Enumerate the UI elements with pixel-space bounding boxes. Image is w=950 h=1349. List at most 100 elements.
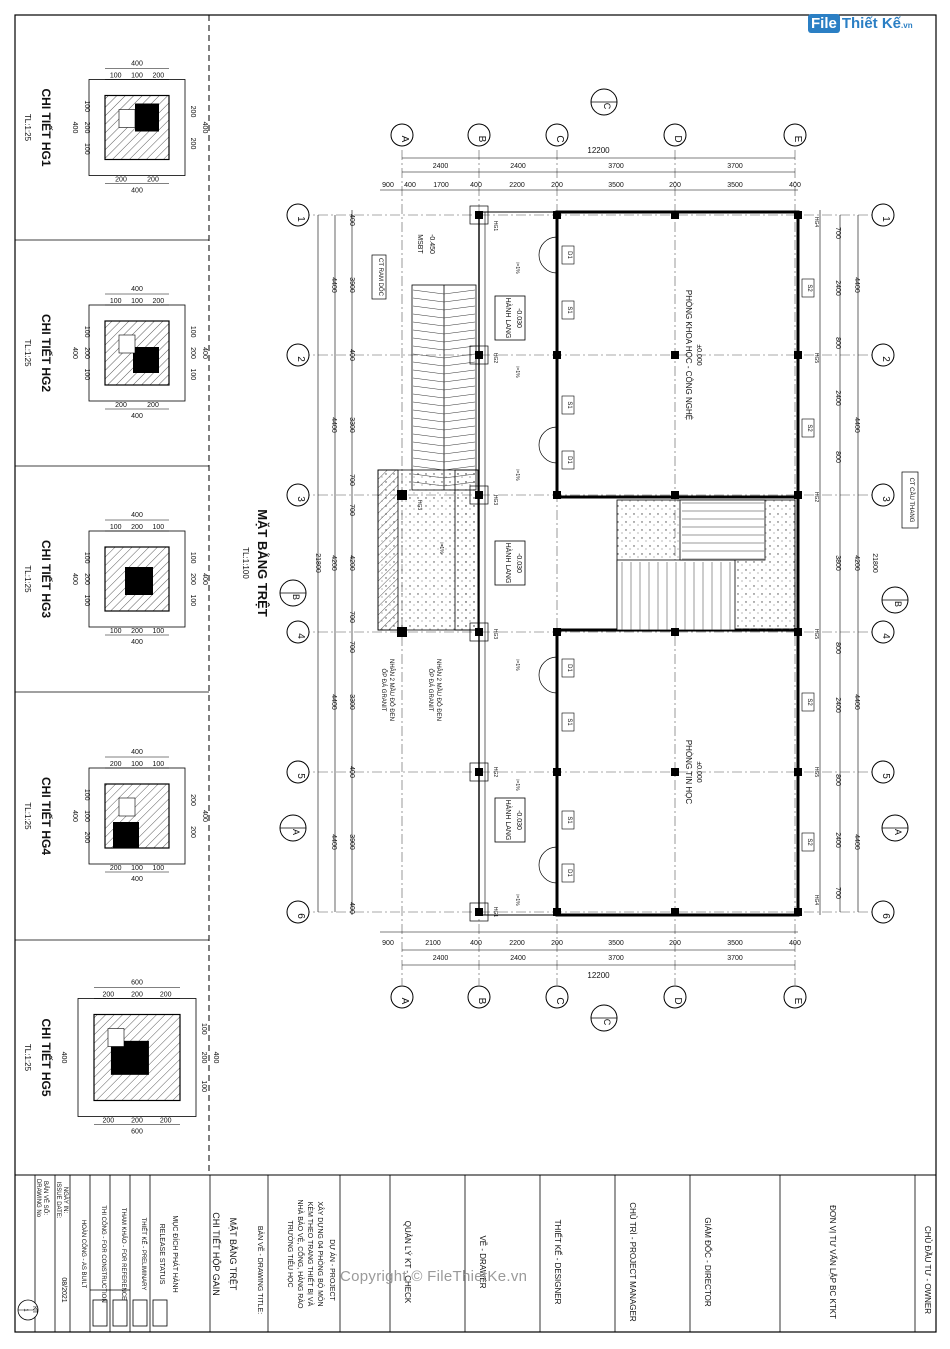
dim-text: 100 (189, 552, 196, 564)
column-tag: HG2 (492, 353, 498, 364)
grid-label: 1 (295, 216, 306, 222)
title-block-text: CHI TIẾT HỘP GAIN (211, 1212, 221, 1296)
dim-text: 200 (110, 761, 122, 768)
dim-text: 200 (115, 402, 127, 409)
dim-text: 2400 (834, 280, 841, 296)
dim-text: 100 (189, 594, 196, 606)
column (553, 628, 561, 636)
room-level: -0.030 (515, 553, 522, 573)
title-block-text: CHỦ ĐẦU TƯ - OWNER (923, 1226, 933, 1314)
dim-text: 100 (200, 1023, 207, 1035)
dim-text: 4400 (330, 694, 337, 710)
level-mark: -0.450 (428, 234, 435, 254)
dim-text: 200 (160, 1118, 172, 1125)
window-tag: S2 (806, 838, 812, 846)
dim-text: 200 (152, 298, 164, 305)
detail-title: CHI TIẾT HG1 (39, 88, 54, 166)
dim-text: 100 (110, 628, 122, 635)
grid-label: A (399, 998, 410, 1005)
detail-scale: TL:1:25 (23, 1044, 32, 1072)
dim-text: 400 (470, 182, 482, 189)
dim-text: 4400 (330, 834, 337, 850)
grid-bubble (390, 985, 414, 1009)
column (671, 211, 679, 219)
dim-text: 200 (131, 524, 143, 531)
column-tag: HG5 (813, 353, 819, 364)
dim-text: 400 (212, 1052, 219, 1064)
dim-text: 400 (131, 876, 143, 883)
dim-text: 400 (201, 347, 208, 359)
title-block-text: HOÀN CÔNG - AS BUILT (80, 1220, 87, 1289)
title-block-text: VẼ - DRAWER (478, 1235, 487, 1288)
dim-text: 400 (131, 512, 143, 519)
column-tag: HG3 (492, 629, 498, 640)
dim-text: 400 (71, 347, 78, 359)
room-level: -0.030 (515, 810, 522, 830)
dim-text: 3500 (608, 940, 624, 947)
detail-title: CHI TIẾT HG3 (39, 540, 54, 618)
dim-text: 100 (131, 298, 143, 305)
door-tag: D1 (566, 664, 572, 672)
dim-text: 100 (83, 143, 90, 155)
dim-text: 100 (83, 789, 90, 801)
dim-text: 700 (834, 887, 841, 899)
dim-text: 3700 (727, 163, 743, 170)
grid-label: C (554, 997, 565, 1004)
dim-text: 100 (110, 298, 122, 305)
note-ramp: CT RAM DỐC (377, 258, 384, 297)
column-tag: HG4 (813, 217, 819, 228)
dim-text: 700 (348, 504, 355, 516)
dim-text: 400 (201, 810, 208, 822)
dim-text: 100 (110, 524, 122, 531)
title-block-text: GIÁM ĐỐC - DIRECTOR (703, 1217, 713, 1306)
title-block-text: THIẾT KẾ - DESIGNER (553, 1220, 563, 1305)
dim-total: 12200 (587, 971, 610, 980)
dim-text: 400 (71, 573, 78, 585)
grid-bubble (871, 620, 895, 644)
door-tag: S1 (566, 401, 572, 409)
dim-text: 200 (115, 177, 127, 184)
dim-text: 200 (83, 831, 90, 843)
dim-text: 100 (200, 1080, 207, 1092)
dim-text: 400 (131, 639, 143, 646)
dim-text: 200 (83, 122, 90, 134)
dim-text: 100 (83, 100, 90, 112)
dim-text: 200 (551, 182, 563, 189)
dim-text: 200 (669, 940, 681, 947)
plan-scale: TL:1:100 (241, 547, 250, 579)
column (671, 768, 679, 776)
dim-text: 2400 (834, 832, 841, 848)
grid-bubble (545, 123, 569, 147)
door-tag: D1 (566, 251, 572, 259)
dim-text: 400 (131, 413, 143, 420)
dim-text: 100 (152, 628, 164, 635)
room-level: ±0.000 (695, 344, 702, 365)
column-tag: HG3 (492, 495, 498, 506)
detail-title: CHI TIẾT HG4 (39, 777, 54, 855)
logo-mark: File (808, 14, 840, 33)
grid-label: 3 (295, 496, 306, 502)
grid-bubble (390, 123, 414, 147)
section-label: C (602, 1019, 612, 1026)
grid-bubble (783, 123, 807, 147)
column (475, 351, 483, 359)
note-granite: ỐP ĐÁ GRANIT (427, 669, 434, 712)
dim-text: 4400 (853, 417, 860, 433)
grid-label: B (476, 136, 487, 143)
watermark: Copyright © FileThietKe.vn (340, 1268, 528, 1285)
column (553, 351, 561, 359)
title-block-text: ISSUE DATE: (55, 1182, 61, 1219)
window-tag: S2 (806, 284, 812, 292)
dim-text: 200 (189, 347, 196, 359)
title-block-text: MẶT BẰNG TRỆT (228, 1218, 238, 1291)
detail-title: CHI TIẾT HG2 (39, 314, 54, 392)
dim-text: 4400 (330, 277, 337, 293)
dim-text: 700 (348, 611, 355, 623)
column-tag: HG3 (416, 500, 422, 511)
slope-label: i=1% (514, 469, 520, 481)
dim-text: 200 (189, 573, 196, 585)
grid-label: D (672, 135, 683, 142)
